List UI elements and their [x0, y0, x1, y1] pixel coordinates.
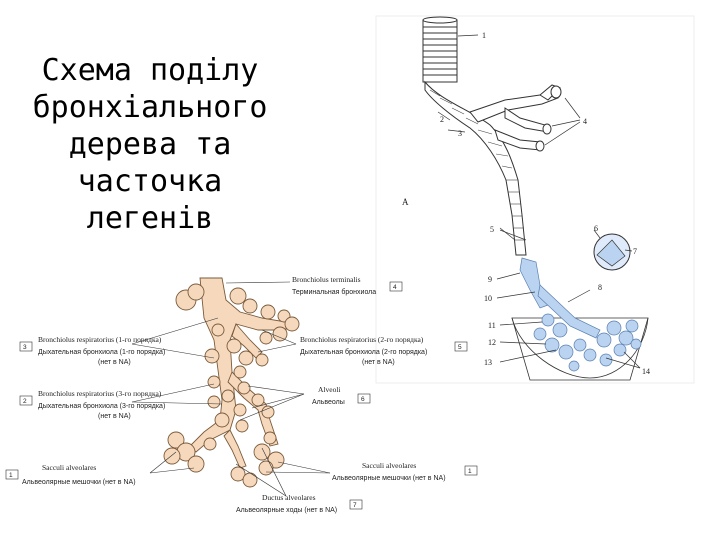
label-resp-3-latin: Bronchiolus respiratorius (3-го порядка) — [38, 389, 162, 398]
box-resp-3 — [19, 395, 33, 406]
title-line-4: часточка — [77, 164, 223, 199]
upper-figure-frame — [375, 15, 695, 384]
upper-num-2: 2 — [440, 115, 444, 124]
branch-middle — [504, 107, 549, 133]
label-resp-2-extra: (нет в NA) — [362, 359, 395, 366]
branch-end-3 — [535, 140, 545, 152]
box-alveoli-num: 6 — [361, 396, 365, 403]
branch-end-2 — [542, 123, 552, 135]
upper-num-11: 11 — [488, 321, 496, 330]
label-resp-3-extra: (нет в NA) — [98, 413, 131, 420]
upper-num-9: 9 — [488, 275, 492, 284]
label-sacculi-right-ru: Альвеолярные мешочки (нет в NA) — [332, 475, 446, 482]
label-alveoli-ru: Альвеолы — [312, 399, 345, 406]
upper-num-13: 13 — [484, 358, 492, 367]
alveoli-circles — [163, 283, 300, 488]
label-sacculi-left-latin: Sacculi alveolares — [42, 463, 96, 472]
label-resp-1-latin: Bronchiolus respiratorius (1-го порядка) — [38, 335, 162, 344]
label-sacculi-left-ru: Альвеолярные мешочки (нет в NA) — [22, 479, 136, 486]
box-ductus — [349, 499, 363, 510]
upper-num-5: 5 — [490, 225, 494, 234]
box-terminal — [389, 281, 403, 292]
upper-num-1: 1 — [482, 31, 486, 40]
box-resp-2 — [454, 341, 468, 352]
box-resp-3-num: 2 — [23, 398, 27, 405]
upper-num-8: 8 — [598, 283, 602, 292]
box-sacculi-right — [464, 465, 478, 476]
upper-num-7: 7 — [633, 247, 637, 256]
lower-leader-lines — [131, 281, 331, 497]
trachea — [422, 16, 458, 83]
box-sacculi-left — [5, 469, 19, 480]
box-sacculi-left-num: 1 — [9, 472, 13, 479]
upper-leader-lines — [437, 34, 633, 303]
box-resp-1-num: 3 — [23, 344, 27, 351]
branch-end-1 — [550, 85, 562, 99]
title-line-2: бронхіального — [32, 90, 268, 125]
label-resp-2-ru: Дыхательная бронхиола (2-го порядка) — [300, 348, 427, 356]
box-resp-2-num: 5 — [458, 344, 462, 351]
upper-letter-a: A — [402, 197, 409, 207]
bronchus-rings — [429, 89, 525, 241]
label-terminal-latin: Bronchiolus terminalis — [292, 275, 361, 284]
lobule-leader-lines — [496, 272, 641, 369]
box-alveoli — [357, 393, 371, 404]
upper-num-6: 6 — [594, 224, 598, 233]
upper-num-3: 3 — [458, 129, 462, 138]
box-resp-1 — [19, 341, 33, 352]
upper-num-10: 10 — [484, 294, 492, 303]
lung-lobule — [511, 257, 649, 381]
label-resp-2-latin: Bronchiolus respiratorius (2-го порядка) — [300, 335, 424, 344]
title-line-1: Схема поділу — [41, 53, 259, 88]
label-resp-1-extra: (нет в NA) — [98, 359, 131, 366]
segment-circle — [593, 233, 631, 271]
upper-num-12: 12 — [488, 338, 496, 347]
upper-num-14: 14 — [642, 367, 650, 376]
upper-figure: 1 2 3 4 5 6 7 A — [375, 15, 695, 384]
label-resp-1-ru: Дыхательная бронхиола (1-го порядка) — [38, 348, 165, 356]
label-terminal-ru: Терминальная бронхиола — [292, 288, 376, 296]
label-alveoli-latin: Alveoli — [318, 385, 341, 394]
title-line-5: легенів — [86, 201, 214, 236]
label-sacculi-right-latin: Sacculi alveolares — [362, 461, 416, 470]
label-resp-3-ru: Дыхательная бронхиола (3-го порядка) — [38, 402, 165, 410]
slide-title: Схема поділу бронхіального дерева та час… — [30, 52, 270, 237]
box-ductus-num: 7 — [353, 502, 357, 509]
title-line-3: дерева та — [68, 127, 232, 162]
upper-num-4: 4 — [583, 117, 587, 126]
label-ductus-latin: Ductus alveolares — [262, 493, 316, 502]
box-sacculi-right-num: 1 — [468, 468, 472, 475]
label-ductus-ru: Альвеолярные ходы (нет в NA) — [236, 507, 337, 514]
lower-figure: Bronchiolus terminalis Терминальная брон… — [5, 275, 478, 514]
box-terminal-num: 4 — [393, 284, 397, 291]
